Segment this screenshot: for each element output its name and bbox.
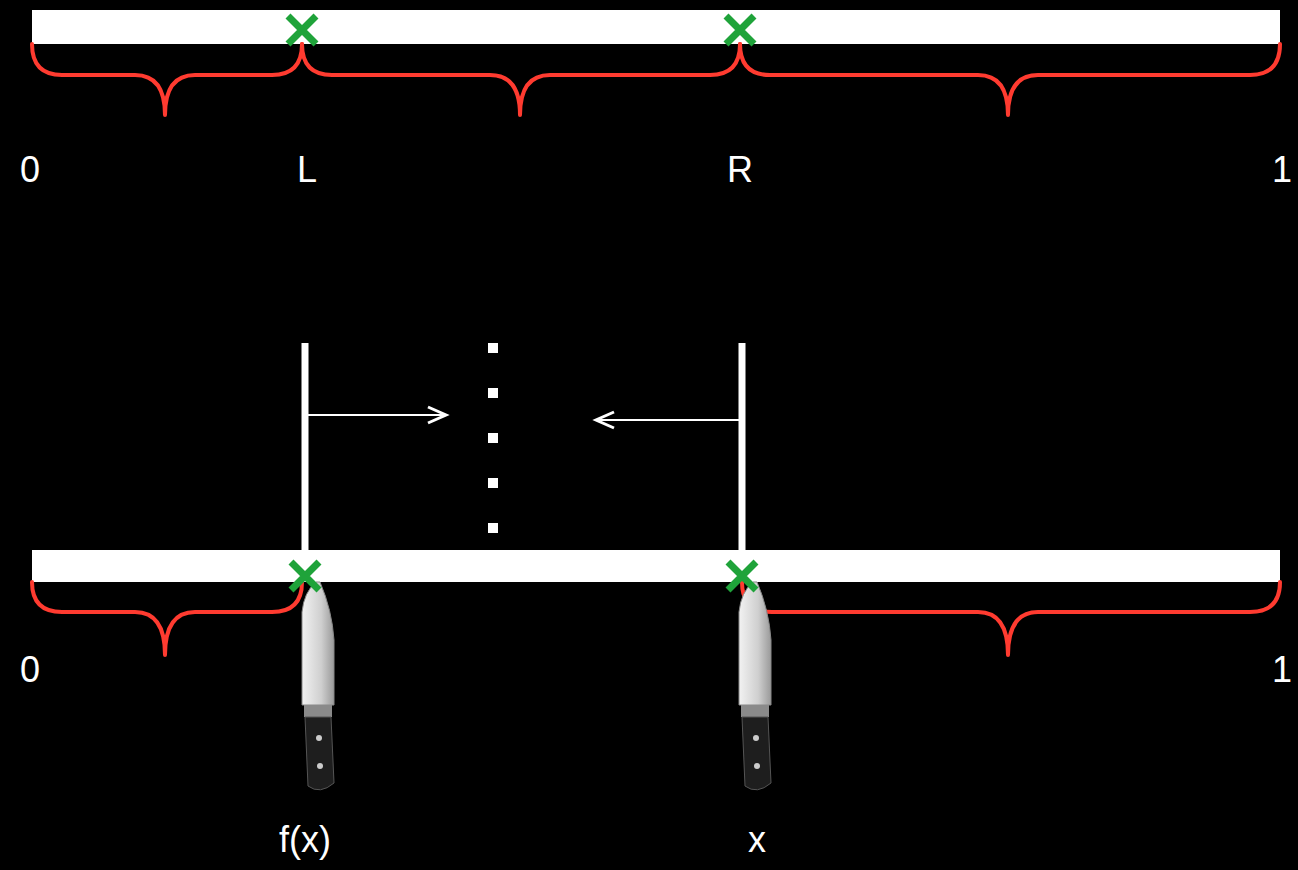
axis-value: 1 xyxy=(1272,150,1292,190)
dot xyxy=(488,343,498,353)
cut-mark xyxy=(726,16,754,44)
knife xyxy=(302,582,334,790)
cut-mark xyxy=(291,562,319,590)
cut-label: x xyxy=(748,820,766,860)
cut-label: f(x) xyxy=(279,820,331,860)
cut-mark xyxy=(728,562,756,590)
dot xyxy=(488,478,498,488)
dot xyxy=(488,388,498,398)
point-label: L xyxy=(297,150,317,190)
point-label: R xyxy=(727,150,753,190)
axis-value: 1 xyxy=(1272,650,1292,690)
brace xyxy=(740,44,1280,115)
cut-line xyxy=(302,343,309,550)
axis-value: 0 xyxy=(20,150,40,190)
dot xyxy=(488,523,498,533)
brace xyxy=(302,44,740,115)
arrow-head xyxy=(428,407,446,423)
cut-mark xyxy=(288,16,316,44)
axis-value: 0 xyxy=(20,650,40,690)
cut-line xyxy=(739,343,746,550)
brace xyxy=(32,582,302,655)
arrow xyxy=(596,419,739,421)
dot xyxy=(488,433,498,443)
brace xyxy=(742,582,1280,655)
bottom-bar xyxy=(32,550,1280,582)
brace xyxy=(32,44,302,115)
arrow-head xyxy=(596,412,614,428)
knife xyxy=(739,582,771,790)
top-bar xyxy=(32,10,1280,44)
arrow xyxy=(308,414,446,416)
